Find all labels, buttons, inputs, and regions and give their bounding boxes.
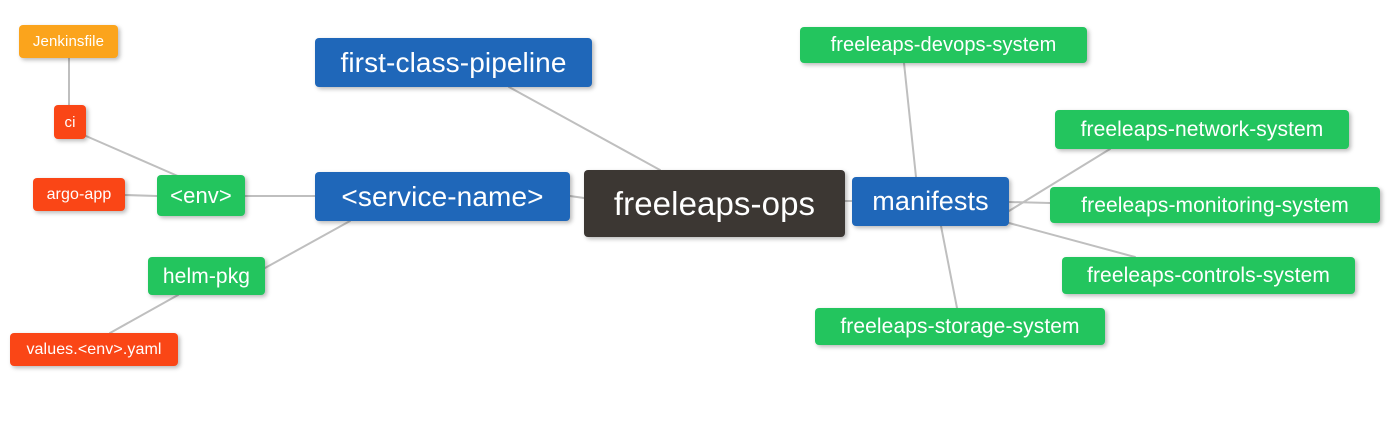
edge-manifests-to-freeleaps-devops-system (903, 62, 917, 178)
node-label-jenkinsfile: Jenkinsfile (32, 33, 105, 50)
node-helm-pkg[interactable]: helm-pkg (148, 257, 265, 295)
node-freeleaps-controls-system[interactable]: freeleaps-controls-system (1062, 257, 1355, 294)
edge-helm-pkg-to-values-env-yaml (109, 294, 179, 334)
node-freeleaps-network-system[interactable]: freeleaps-network-system (1055, 110, 1349, 149)
node-service-name[interactable]: <service-name> (315, 172, 570, 221)
node-freeleaps-devops-system[interactable]: freeleaps-devops-system (800, 27, 1087, 63)
node-label-helm-pkg: helm-pkg (162, 264, 251, 288)
edge-ci-to-env (85, 135, 181, 178)
node-label-freeleaps-monitoring-system: freeleaps-monitoring-system (1081, 193, 1349, 217)
edge-manifests-to-freeleaps-storage-system (940, 225, 958, 309)
node-label-freeleaps-ops: freeleaps-ops (613, 185, 816, 222)
node-label-freeleaps-network-system: freeleaps-network-system (1080, 118, 1324, 141)
node-first-class-pipeline[interactable]: first-class-pipeline (315, 38, 592, 87)
node-label-first-class-pipeline: first-class-pipeline (340, 46, 567, 78)
edge-service-name-to-freeleaps-ops (569, 195, 585, 199)
edge-argo-app-to-env (124, 194, 158, 197)
node-label-freeleaps-devops-system: freeleaps-devops-system (830, 34, 1057, 56)
edge-manifests-to-freeleaps-monitoring-system (1008, 201, 1051, 204)
node-freeleaps-storage-system[interactable]: freeleaps-storage-system (815, 308, 1105, 345)
node-label-freeleaps-controls-system: freeleaps-controls-system (1087, 264, 1330, 287)
node-argo-app[interactable]: argo-app (33, 178, 125, 211)
node-label-manifests: manifests (872, 186, 989, 216)
node-freeleaps-ops[interactable]: freeleaps-ops (584, 170, 845, 237)
node-ci[interactable]: ci (54, 105, 86, 139)
node-label-env: <env> (170, 182, 232, 208)
node-label-ci: ci (64, 113, 76, 131)
node-values-env-yaml[interactable]: values.<env>.yaml (10, 333, 178, 366)
node-manifests[interactable]: manifests (852, 177, 1009, 226)
edge-service-name-to-helm-pkg (264, 220, 351, 269)
node-freeleaps-monitoring-system[interactable]: freeleaps-monitoring-system (1050, 187, 1380, 223)
edge-first-class-pipeline-to-freeleaps-ops (508, 86, 661, 171)
node-label-freeleaps-storage-system: freeleaps-storage-system (840, 315, 1080, 338)
node-env[interactable]: <env> (157, 175, 245, 216)
node-label-argo-app: argo-app (46, 185, 112, 203)
edge-manifests-to-freeleaps-controls-system (1008, 222, 1136, 258)
node-label-service-name: <service-name> (341, 180, 544, 212)
node-jenkinsfile[interactable]: Jenkinsfile (19, 25, 118, 58)
node-label-values-env-yaml: values.<env>.yaml (26, 340, 162, 358)
